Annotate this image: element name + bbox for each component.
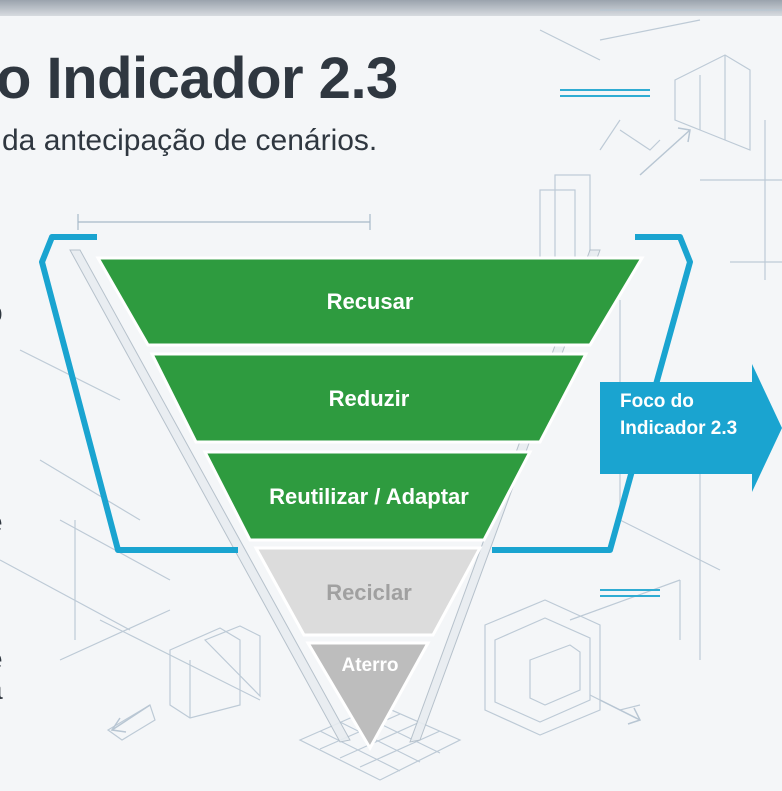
bracket-left bbox=[39, 234, 238, 553]
bracket-right bbox=[492, 234, 693, 553]
level-recusar bbox=[95, 256, 645, 347]
edge-text-fragment: o bbox=[0, 298, 3, 328]
level-label: Reciclar bbox=[326, 580, 412, 605]
level-aterro bbox=[305, 641, 431, 752]
callout-line2: Indicador 2.3 bbox=[620, 418, 737, 439]
level-label: Reutilizar / Adaptar bbox=[269, 484, 469, 509]
page-subtitle: da antecipação de cenários. bbox=[2, 124, 378, 157]
sketch-arrow-icon bbox=[110, 127, 691, 733]
level-label: Reduzir bbox=[329, 386, 410, 411]
edge-text-fragment: a bbox=[0, 675, 3, 705]
level-label: Aterro bbox=[341, 655, 398, 676]
focus-arrow bbox=[600, 364, 782, 492]
top-bar bbox=[0, 0, 782, 16]
level-reciclar bbox=[253, 546, 483, 637]
level-label: Recusar bbox=[327, 289, 414, 314]
level-reutilizar bbox=[202, 450, 533, 542]
edge-text-fragment: e bbox=[0, 645, 3, 675]
level-reduzir bbox=[149, 352, 589, 444]
page-title: o Indicador 2.3 bbox=[0, 46, 398, 111]
callout-line1: Foco do bbox=[620, 391, 694, 412]
edge-text-fragment: e bbox=[0, 508, 3, 538]
